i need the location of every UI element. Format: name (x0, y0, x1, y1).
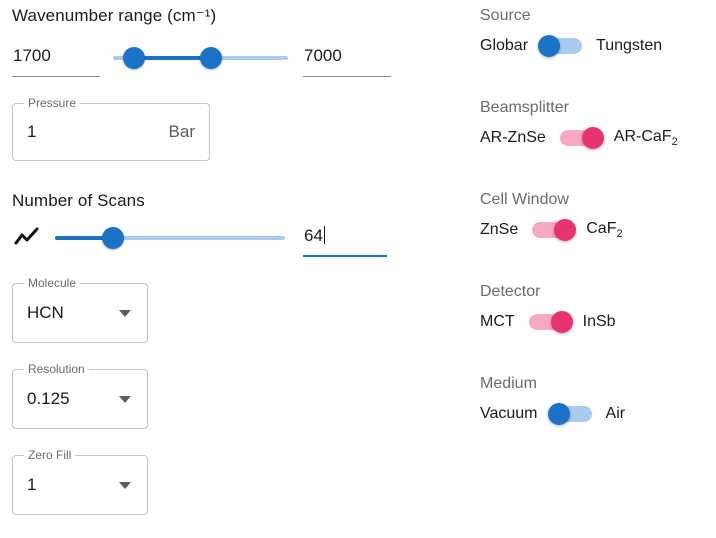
pressure-value: 1 (27, 122, 37, 141)
beamsplitter-option-right[interactable]: AR-CaF2 (613, 127, 678, 149)
medium-switch-knob[interactable] (547, 403, 570, 425)
number-of-scans-input[interactable]: 64 (303, 223, 387, 257)
scans-slider-thumb[interactable] (101, 227, 124, 249)
molecule-select[interactable]: Molecule HCN (12, 276, 148, 343)
cell-window-group-label: Cell Window (480, 191, 569, 208)
wavenumber-slider-fill (134, 56, 211, 60)
medium-option-left[interactable]: Vacuum (480, 405, 538, 422)
number-of-scans-slider[interactable] (55, 227, 285, 249)
source-toggle-row: Globar Tungsten (480, 32, 716, 60)
beamsplitter-switch[interactable] (552, 125, 608, 151)
detector-switch-knob[interactable] (550, 311, 573, 333)
pressure-field[interactable]: Pressure 1 Bar (12, 96, 210, 161)
beamsplitter-group-label: Beamsplitter (480, 99, 569, 116)
zero-fill-value: 1 (27, 475, 37, 494)
wavenumber-min-underline (12, 76, 100, 77)
molecule-value: HCN (27, 303, 64, 322)
pressure-unit: Bar (168, 122, 195, 141)
wavenumber-range-title: Wavenumber range (cm⁻¹) (12, 6, 217, 25)
cell-window-switch[interactable] (524, 217, 580, 243)
detector-option-right[interactable]: InSb (582, 313, 616, 330)
scans-slider-rail[interactable] (55, 236, 285, 240)
source-option-left[interactable]: Globar (480, 37, 529, 54)
medium-toggle-row: Vacuum Air (480, 400, 716, 428)
chevron-down-icon[interactable] (119, 482, 131, 489)
resolution-value: 0.125 (27, 389, 70, 408)
beamsplitter-switch-knob[interactable] (581, 127, 604, 149)
number-of-scans-text: 64 (304, 226, 323, 245)
cell-window-option-left[interactable]: ZnSe (480, 221, 519, 238)
text-cursor (323, 226, 325, 244)
cell-window-toggle-row: ZnSe CaF2 (480, 216, 716, 244)
medium-option-right[interactable]: Air (605, 405, 626, 422)
chevron-down-icon[interactable] (119, 396, 131, 403)
detector-group-label: Detector (480, 283, 541, 300)
wavenumber-slider-thumb-lower[interactable] (123, 47, 145, 69)
source-group-label: Source (480, 7, 531, 24)
settings-left-column: Wavenumber range (cm⁻¹) 1700 7000 Pressu… (12, 6, 391, 515)
beamsplitter-option-left[interactable]: AR-ZnSe (480, 129, 546, 146)
line-chart-icon (14, 226, 40, 248)
molecule-label: Molecule (24, 276, 81, 290)
detector-switch[interactable] (521, 309, 577, 335)
source-option-right[interactable]: Tungsten (596, 37, 663, 54)
source-switch[interactable] (534, 33, 590, 59)
pressure-label: Pressure (24, 96, 81, 110)
zero-fill-select[interactable]: Zero Fill 1 (12, 448, 148, 515)
wavenumber-max-input[interactable]: 7000 (303, 43, 391, 77)
resolution-select[interactable]: Resolution 0.125 (12, 362, 148, 429)
source-switch-knob[interactable] (538, 35, 561, 57)
wavenumber-min-value: 1700 (13, 46, 51, 65)
cell-window-option-right[interactable]: CaF2 (586, 219, 623, 241)
detector-toggle-row: MCT InSb (480, 308, 716, 336)
wavenumber-min-input[interactable]: 1700 (12, 43, 100, 77)
beamsplitter-toggle-row: AR-ZnSe AR-CaF2 (480, 124, 716, 152)
scans-slider-fill (55, 236, 113, 240)
chevron-down-icon[interactable] (119, 310, 131, 317)
resolution-label: Resolution (24, 362, 89, 376)
wavenumber-max-value: 7000 (304, 46, 342, 65)
number-of-scans-underline (303, 255, 387, 257)
medium-switch[interactable] (544, 401, 600, 427)
medium-group-label: Medium (480, 375, 537, 392)
wavenumber-slider-thumb-upper[interactable] (200, 47, 222, 69)
number-of-scans-title: Number of Scans (12, 191, 145, 210)
wavenumber-range-slider[interactable] (113, 47, 288, 69)
zero-fill-label: Zero Fill (24, 448, 76, 462)
cell-window-switch-knob[interactable] (554, 219, 577, 241)
number-of-scans-value: 64 (303, 223, 387, 249)
wavenumber-max-underline (303, 76, 391, 77)
detector-option-left[interactable]: MCT (480, 313, 515, 330)
